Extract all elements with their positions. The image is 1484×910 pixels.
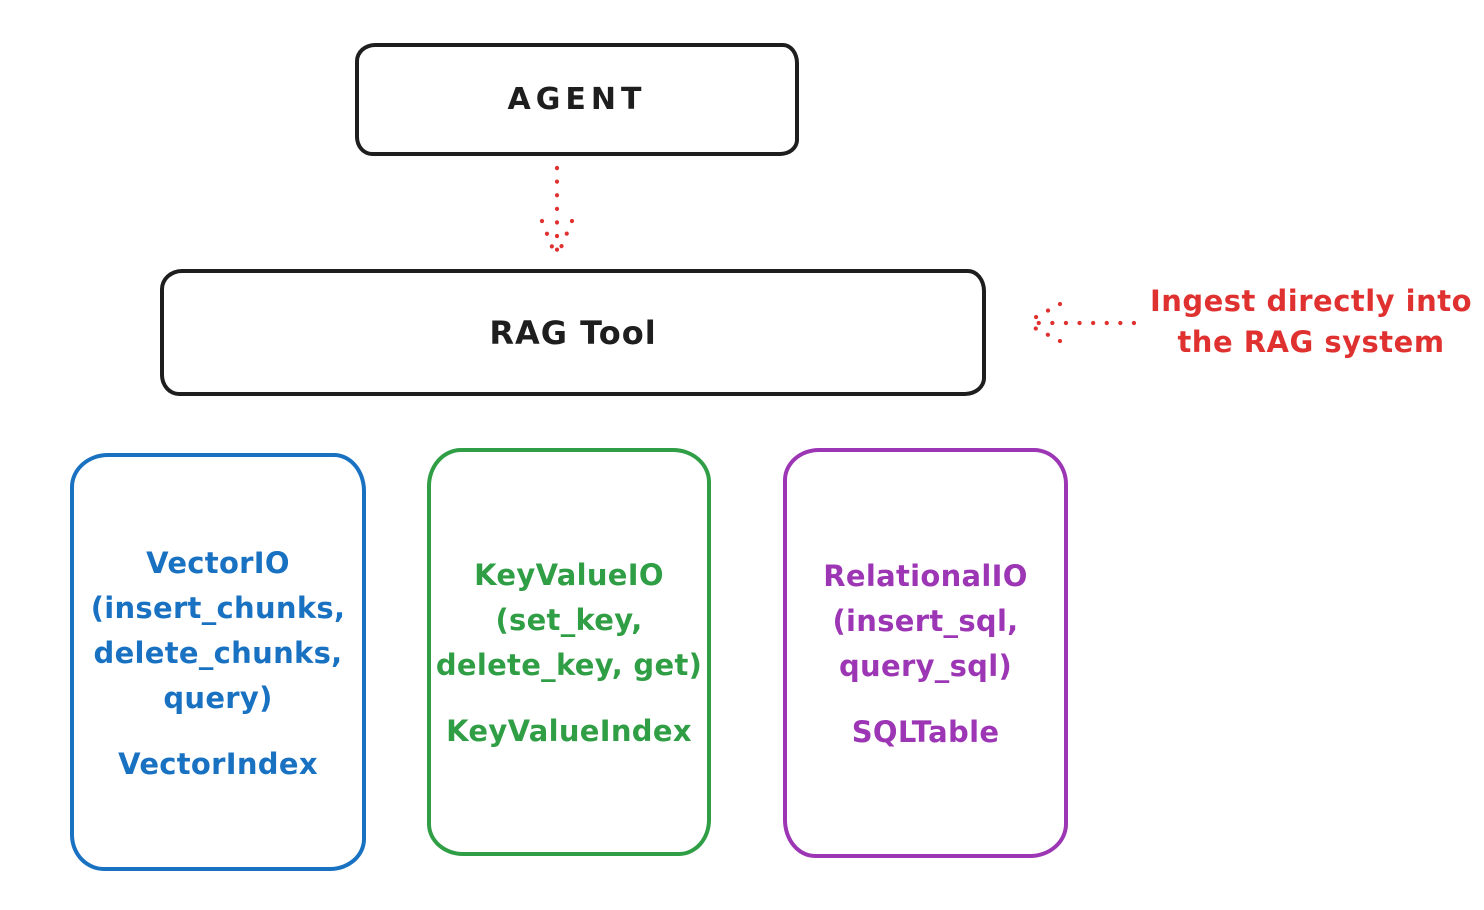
vector-io-box: VectorIO (insert_chunks, delete_chunks, … xyxy=(70,453,366,871)
ingest-annotation: Ingest directly into the RAG system xyxy=(1135,281,1484,363)
relational-io-box: RelationalIO (insert_sql, query_sql) SQL… xyxy=(783,448,1068,858)
ingest-annotation-line2: the RAG system xyxy=(1177,325,1445,359)
keyvalue-index-label: KeyValueIndex xyxy=(446,714,692,748)
sql-table-label: SQLTable xyxy=(851,715,1000,749)
vector-io-text: VectorIO (insert_chunks, delete_chunks, … xyxy=(74,457,362,787)
io-line: query) xyxy=(163,681,273,715)
io-line: RelationalIO xyxy=(823,559,1028,593)
keyvalue-io-box: KeyValueIO (set_key, delete_key, get) Ke… xyxy=(427,448,711,856)
annotation-arrow-icon xyxy=(1024,301,1137,344)
io-line: KeyValueIO xyxy=(474,558,664,592)
io-line: (insert_sql, xyxy=(832,604,1019,638)
keyvalue-io-text: KeyValueIO (set_key, delete_key, get) Ke… xyxy=(431,452,707,754)
ingest-annotation-line1: Ingest directly into xyxy=(1149,284,1473,318)
io-line: (insert_chunks, xyxy=(90,591,346,625)
io-line: (set_key, xyxy=(495,603,643,637)
vector-index-label: VectorIndex xyxy=(118,747,318,781)
agent-to-rag-arrow-icon xyxy=(539,165,575,260)
rag-tool-label: RAG Tool xyxy=(489,313,657,352)
relational-io-text: RelationalIO (insert_sql, query_sql) SQL… xyxy=(787,452,1064,755)
io-line: VectorIO xyxy=(146,546,290,580)
io-line: delete_chunks, xyxy=(93,636,343,670)
rag-tool-box: RAG Tool xyxy=(160,269,986,396)
agent-label: AGENT xyxy=(507,82,647,117)
agent-box: AGENT xyxy=(355,43,799,156)
io-line: delete_key, get) xyxy=(435,648,703,682)
io-line: query_sql) xyxy=(839,649,1012,683)
